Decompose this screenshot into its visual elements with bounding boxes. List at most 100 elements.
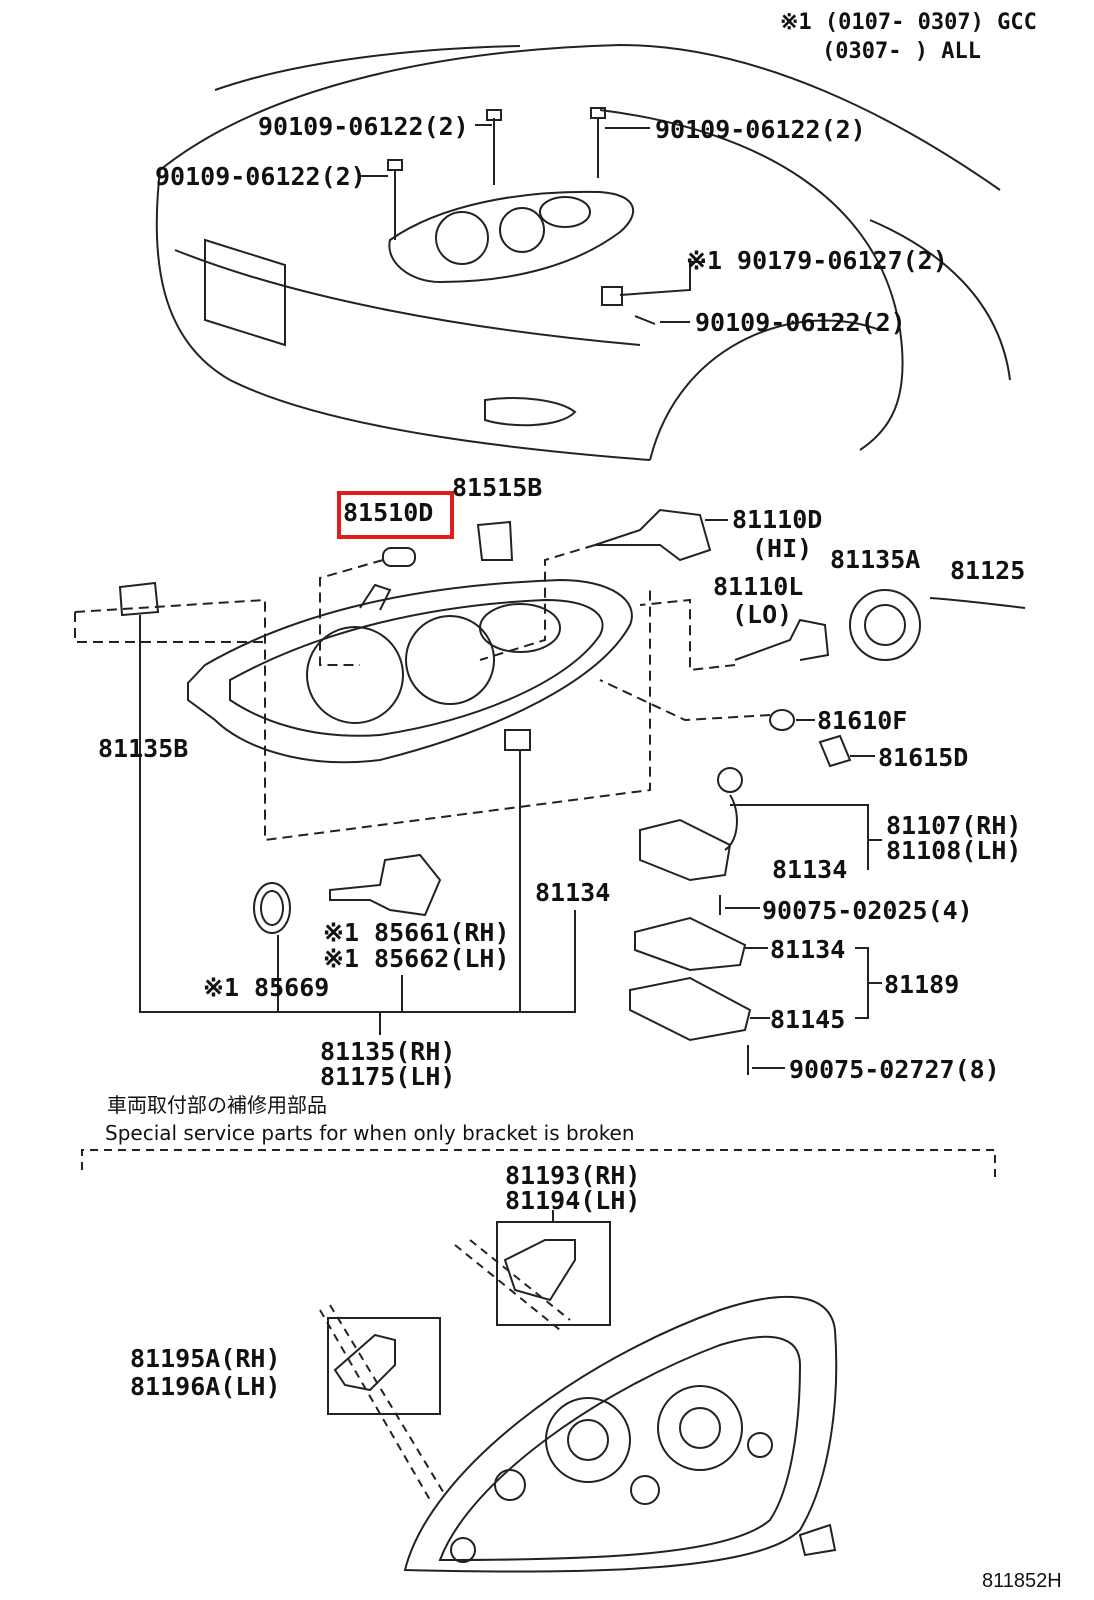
bracket-81195a-shape	[333, 1333, 396, 1392]
note-english: Special service parts for when only brac…	[105, 1121, 635, 1145]
guide-81135b	[74, 612, 265, 643]
label-81135a: 81135A	[830, 545, 921, 574]
bolt-c-head	[387, 159, 403, 171]
car-hood-line	[214, 45, 521, 91]
ballast-bracket	[730, 804, 869, 870]
car-hood-outline	[159, 43, 1001, 191]
label-81610f: 81610F	[817, 706, 908, 735]
label-bolt-d: 90109-06122(2)	[695, 308, 906, 337]
figure-id: 811852H	[982, 1570, 1062, 1592]
rear-port-4	[450, 1537, 476, 1563]
car-side-line	[869, 219, 1011, 381]
applicability-line-1: ※1 (0107- 0307) GCC	[780, 10, 1037, 35]
ring-85669-shape	[253, 882, 291, 934]
label-85669: ※1 85669	[203, 973, 330, 1002]
car-headlamp-lens-2	[499, 207, 545, 253]
socket-81615d-shape	[818, 734, 852, 768]
rear-socket-right-inner	[679, 1407, 721, 1449]
label-81135b: 81135B	[98, 734, 189, 763]
ring-85669-inner	[260, 890, 284, 926]
ballast-wire	[724, 794, 738, 851]
label-81189: 81189	[884, 970, 960, 999]
highlight-81510d	[337, 491, 454, 539]
bulb-81510d-shape	[382, 547, 416, 567]
label-81110l: 81110L	[713, 572, 804, 601]
car-headlamp-lens-3	[539, 196, 591, 228]
label-81135: 81135(RH)	[320, 1037, 456, 1066]
label-81134-ballast: 81134	[772, 855, 848, 884]
rear-headlamp-housing	[403, 1295, 838, 1573]
headlamp-top-tab	[359, 583, 392, 611]
car-fender-outline	[599, 109, 904, 451]
ballast-connector	[717, 767, 743, 793]
bolt-d-shape	[634, 315, 656, 325]
headlamp-housing-inner	[229, 598, 604, 737]
rear-port-1	[494, 1469, 526, 1501]
bulb-81610f-shape	[769, 709, 795, 731]
label-85662: ※1 85662(LH)	[323, 944, 510, 973]
label-bolt-a: 90109-06122(2)	[258, 112, 469, 141]
headlamp-reflector-left	[306, 626, 404, 724]
label-81510d: 81510D	[343, 498, 434, 527]
headlamp-reflector-right	[479, 603, 561, 653]
label-81110l-note: (LO)	[732, 600, 793, 629]
rear-headlamp-inner	[438, 1335, 802, 1562]
label-90075-02727: 90075-02727(8)	[789, 1055, 1000, 1084]
bracket-81195a-box	[327, 1317, 441, 1415]
cover-81135a-inner	[864, 604, 906, 646]
applicability-line-2: (0307- ) ALL	[822, 39, 981, 64]
bulb-81110d-shape	[594, 508, 712, 562]
guide-81110d	[479, 544, 596, 661]
headlamp-bottom-tab	[504, 729, 531, 751]
gasket-81134-shape	[634, 916, 747, 972]
rear-tab-right	[798, 1523, 837, 1557]
car-wheel-arch	[649, 319, 881, 461]
bracket-81193-guide-2	[469, 1239, 571, 1321]
car-foglamp	[484, 397, 577, 427]
label-81145: 81145	[770, 1005, 846, 1034]
bracket-81195a-guide-1	[319, 1309, 431, 1501]
label-bolt-c: 90109-06122(2)	[155, 162, 366, 191]
label-81134-gasket: 81134	[770, 935, 846, 964]
guide-81135b-2	[74, 585, 651, 842]
rear-socket-left-inner	[567, 1419, 609, 1461]
label-81194: 81194(LH)	[505, 1186, 641, 1215]
car-headlamp-lens-1	[435, 211, 489, 265]
car-bumper-line	[174, 249, 641, 346]
guide-81610f	[599, 679, 771, 722]
ecu-bracket	[855, 947, 869, 1019]
label-81515b: 81515B	[452, 473, 543, 502]
label-clip-nut: ※1 90179-06127(2)	[686, 246, 948, 275]
rear-socket-left	[545, 1397, 631, 1483]
bracket-81195a-guide-2	[329, 1304, 446, 1496]
bolt-b-head	[590, 107, 606, 119]
bracket-81193-shape	[503, 1239, 576, 1302]
ballast-81107-shape	[639, 818, 732, 882]
clip-nut-shape	[601, 286, 623, 306]
bulb-81110l-shape	[734, 618, 830, 661]
label-81108: 81108(LH)	[886, 836, 1022, 865]
wire-81125-shape	[929, 597, 1026, 609]
cover-81135a-shape	[849, 589, 921, 661]
guide-81510d	[319, 559, 384, 666]
label-81110d: 81110D	[732, 505, 823, 534]
rear-socket-right	[657, 1385, 743, 1471]
guide-81110l	[639, 598, 736, 672]
rear-port-3	[747, 1432, 773, 1458]
label-81175: 81175(LH)	[320, 1062, 456, 1091]
label-81615d: 81615D	[878, 743, 969, 772]
cover-81135b-shape	[118, 581, 160, 617]
label-81196a: 81196A(LH)	[130, 1372, 281, 1401]
label-81110d-note: (HI)	[752, 534, 813, 563]
car-grille	[204, 238, 286, 347]
label-bolt-b: 90109-06122(2)	[655, 115, 866, 144]
label-85661: ※1 85661(RH)	[323, 918, 510, 947]
car-bumper-outline	[155, 169, 651, 461]
label-81134-assembly: 81134	[535, 878, 611, 907]
case-81145-shape	[629, 976, 752, 1042]
service-divider	[81, 1149, 996, 1180]
bolt-a-head	[486, 109, 502, 121]
label-81125: 81125	[950, 556, 1026, 585]
headlamp-housing	[187, 578, 633, 764]
